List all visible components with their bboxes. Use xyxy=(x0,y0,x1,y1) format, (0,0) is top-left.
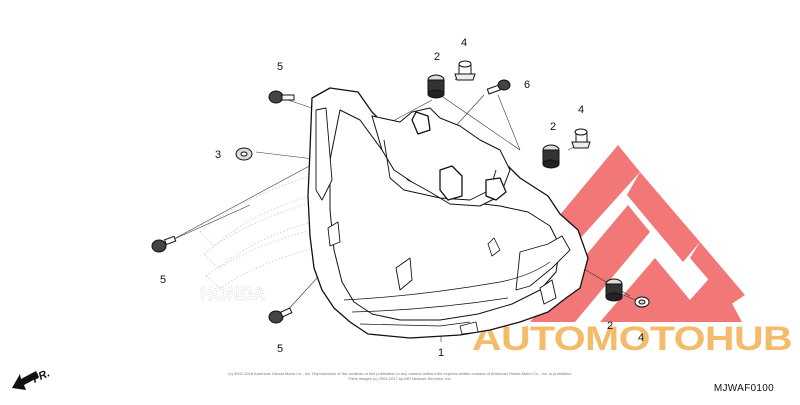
automotohub-logo-text: AUTOMOTOHUB xyxy=(472,320,792,358)
callout-headlight-assembly: 1 xyxy=(438,347,444,359)
callout-grommet-bottom: 4 xyxy=(638,332,644,344)
diagram-code-label: MJWAF0100 xyxy=(713,383,774,394)
grommet-top xyxy=(454,60,476,81)
callout-collar-left: 3 xyxy=(215,149,221,161)
copyright-notice: (c) 2002-2018 American Honda Motor Co., … xyxy=(200,371,600,381)
front-arrow-icon xyxy=(12,371,39,390)
callout-numbers: 1 2 2 2 3 4 4 4 5 5 5 6 xyxy=(160,37,644,359)
front-marker-label: FR. xyxy=(31,367,52,385)
headlight-assembly xyxy=(307,87,589,339)
rubber-mount-upper-left xyxy=(427,74,445,99)
callout-rubber-lower-right: 2 xyxy=(607,320,613,332)
copyright-line-2: Parts images (c) 2004-2017 by ARI Networ… xyxy=(348,376,452,381)
grommet-right xyxy=(571,128,591,149)
rubber-mount-upper-right xyxy=(542,144,560,169)
copyright-line-1: (c) 2002-2018 American Honda Motor Co., … xyxy=(228,371,572,376)
grommet-bottom xyxy=(634,296,650,308)
rubber-mount-lower-right xyxy=(605,278,623,302)
callout-rubber-upper-right: 2 xyxy=(550,121,556,133)
callout-screw-top: 6 xyxy=(524,79,530,91)
honda-brand-text: HONDA xyxy=(200,284,266,304)
collar-left xyxy=(235,147,253,161)
bolt-lower-left xyxy=(268,307,293,324)
callout-bolt-mid-left: 5 xyxy=(160,274,166,286)
bolt-upper-left xyxy=(268,90,295,104)
front-direction-marker: FR. xyxy=(12,367,52,390)
callout-grommet-top: 4 xyxy=(461,37,467,49)
screw-top xyxy=(486,79,511,95)
callout-bolt-upper-left: 5 xyxy=(277,61,283,73)
callout-grommet-right: 4 xyxy=(578,104,584,116)
callout-rubber-upper-left: 2 xyxy=(434,51,440,63)
callout-bolt-lower-left: 5 xyxy=(277,343,283,355)
bolt-mid-left xyxy=(151,235,177,253)
